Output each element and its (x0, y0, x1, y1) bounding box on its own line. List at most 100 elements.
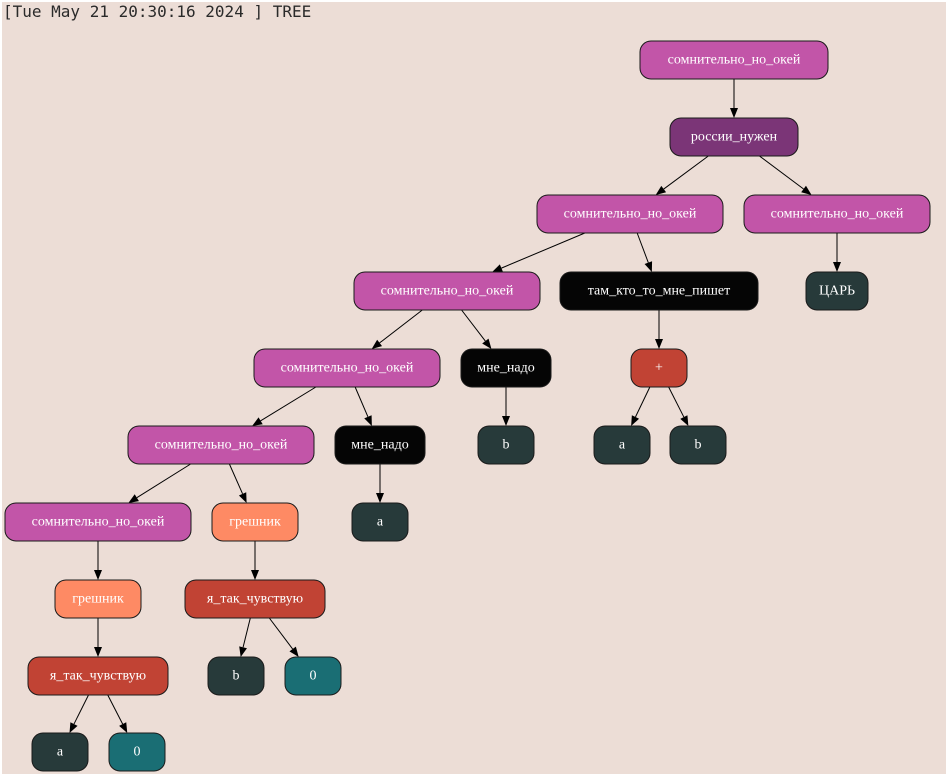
node-box (630, 348, 688, 388)
node-box (669, 117, 799, 157)
node-box (207, 656, 265, 696)
arrowhead (502, 416, 510, 426)
node-label: сомнительно_но_окей (564, 207, 697, 222)
tree-node: сомнительно_но_окей (353, 271, 541, 311)
arrowhead (94, 570, 102, 580)
tree-edge (268, 617, 294, 650)
tree-edge (354, 386, 369, 418)
node-label: сомнительно_но_окей (32, 515, 165, 530)
node-box (184, 579, 326, 619)
node-label: a (619, 438, 626, 453)
tree-node: + (630, 348, 688, 388)
node-label: сомнительно_но_окей (668, 53, 801, 68)
tree-edge (260, 386, 317, 422)
arrowhead (655, 185, 667, 195)
arrowhead (238, 492, 247, 503)
arrowhead (655, 339, 663, 349)
node-label: a (377, 515, 384, 530)
arrowhead (492, 264, 503, 272)
tree-node: сомнительно_но_окей (639, 40, 829, 80)
node-label: сомнительно_но_окей (155, 438, 288, 453)
tree-edge (461, 309, 486, 342)
tree-node: сомнительно_но_окей (4, 502, 192, 542)
node-label: b (233, 669, 240, 684)
tree-edge (635, 386, 651, 418)
node-label: я_так_чувствую (50, 669, 146, 684)
tree-node: я_так_чувствую (27, 656, 169, 696)
node-label: грешник (229, 515, 281, 530)
header-line: [Tue May 21 20:30:16 2024 ] TREE (3, 2, 311, 21)
tree-node: ЦАРЬ (805, 271, 869, 311)
node-box (31, 732, 89, 772)
node-box (536, 194, 724, 234)
node-label: 0 (310, 669, 317, 684)
node-label: b (503, 438, 510, 453)
arrowhead (251, 570, 259, 580)
tree-node: b (669, 425, 727, 465)
tree-node: я_так_чувствую (184, 579, 326, 619)
tree-node: b (207, 656, 265, 696)
node-label: грешник (72, 592, 124, 607)
node-box (253, 348, 441, 388)
arrowhead (376, 493, 384, 503)
tree-edge (668, 386, 685, 418)
arrowhead (128, 494, 139, 503)
tree-edge (242, 617, 251, 648)
node-label: ЦАРЬ (819, 284, 855, 299)
tree-node: грешник (211, 502, 299, 542)
node-label: 0 (134, 745, 141, 760)
tree-node: грешник (54, 579, 142, 619)
tree-edge (501, 232, 586, 269)
tree-edge (759, 155, 804, 190)
tree-edge (379, 309, 423, 344)
tree-edge (107, 694, 124, 725)
node-box (669, 425, 727, 465)
arrowhead (680, 415, 689, 426)
arrowhead (239, 646, 247, 657)
node-box (334, 425, 426, 465)
arrowhead (94, 647, 102, 657)
node-box (284, 656, 342, 696)
tree-node: мне_надо (460, 348, 552, 388)
tree-edge (73, 694, 89, 725)
node-box (743, 194, 931, 234)
tree-node: там_кто_то_мне_пишет (559, 271, 759, 311)
node-label: там_кто_то_мне_пишет (588, 284, 731, 299)
tree-node: b (477, 425, 535, 465)
tree-node: сомнительно_но_окей (743, 194, 931, 234)
arrowhead (644, 261, 653, 272)
node-label: россии_нужен (691, 130, 778, 145)
node-box (211, 502, 299, 542)
arrowhead (482, 338, 492, 349)
node-label: сомнительно_но_окей (771, 207, 904, 222)
tree-edge (228, 463, 244, 495)
arrowhead (833, 262, 841, 272)
arrowhead (371, 339, 383, 349)
node-label: a (57, 745, 64, 760)
node-box (353, 271, 541, 311)
arrowhead (801, 185, 812, 195)
tree-node: россии_нужен (669, 117, 799, 157)
node-box (593, 425, 651, 465)
node-box (559, 271, 759, 311)
node-label: я_так_чувствую (207, 592, 303, 607)
node-box (805, 271, 869, 311)
arrowhead (252, 417, 263, 426)
node-box (127, 425, 315, 465)
node-box (460, 348, 552, 388)
node-label: мне_надо (477, 361, 534, 376)
arrowhead (364, 415, 372, 426)
tree-edge (636, 232, 649, 263)
tree-node: 0 (284, 656, 342, 696)
arrowhead (631, 415, 640, 426)
arrowhead (119, 722, 128, 733)
tree-edge (136, 463, 191, 499)
node-box (477, 425, 535, 465)
tree-node: a (351, 502, 409, 542)
node-label: мне_надо (351, 438, 408, 453)
tree-node: a (593, 425, 651, 465)
timestamp: [Tue May 21 20:30:16 2024 ] (3, 2, 264, 21)
tree-edge (663, 155, 709, 190)
